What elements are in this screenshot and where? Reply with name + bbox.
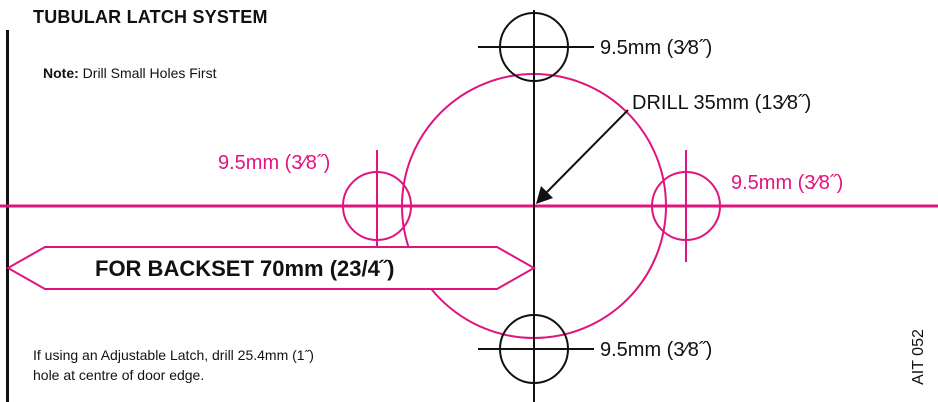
footnote-line-2: hole at centre of door edge.: [33, 367, 205, 383]
left-hole-label: 9.5mm (3⁄8˝): [218, 152, 331, 174]
right-hole-label: 9.5mm (3⁄8˝): [731, 172, 844, 194]
left-edge-rule: [6, 30, 9, 402]
footnote-line-1: If using an Adjustable Latch, drill 25.4…: [33, 347, 314, 363]
drill-size-label: DRILL 35mm (13⁄8˝): [632, 92, 812, 114]
drill-note: Note: Drill Small Holes First: [43, 65, 216, 81]
radius-arrow-line: [544, 109, 629, 195]
bottom-hole-label: 9.5mm (3⁄8˝): [600, 339, 713, 361]
backset-pointer: [5, 246, 537, 290]
page-title: TUBULAR LATCH SYSTEM: [33, 7, 268, 27]
radius-arrowhead: [536, 186, 553, 204]
note-prefix: Note:: [43, 65, 79, 81]
adjustable-latch-footnote: If using an Adjustable Latch, drill 25.4…: [33, 345, 314, 385]
side-code: AIT 052: [910, 329, 927, 385]
side-code-container: AIT 052: [906, 312, 932, 402]
backset-label: FOR BACKSET 70mm (23/4˝): [95, 256, 395, 281]
note-text: Drill Small Holes First: [82, 65, 217, 81]
top-hole-label: 9.5mm (3⁄8˝): [600, 37, 713, 59]
